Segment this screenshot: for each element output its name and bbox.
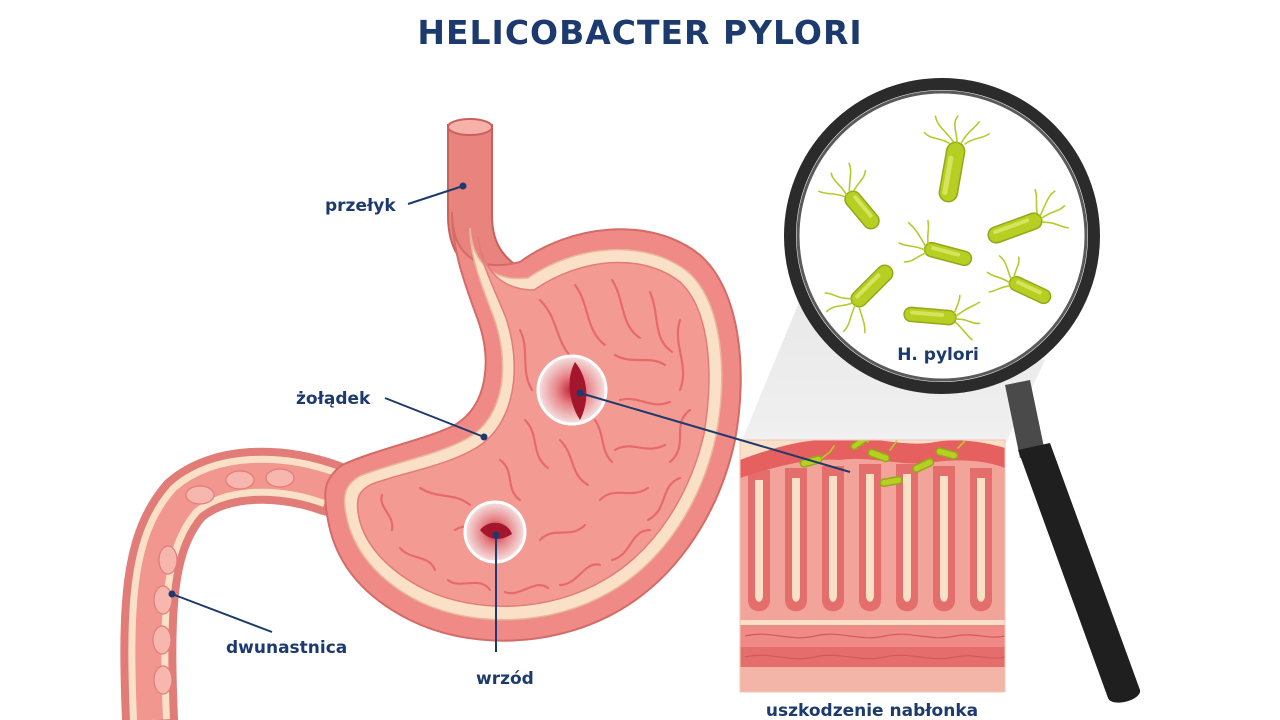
label-ulcer: wrzód [476, 669, 534, 689]
magnifier-lens [790, 84, 1094, 388]
ulcer-small-wound [480, 522, 512, 539]
label-stomach: żołądek [296, 389, 371, 409]
esophagus-opening [447, 118, 493, 136]
magnifier-handle [1018, 443, 1141, 703]
magnifying-glass-icon [784, 78, 1141, 703]
stomach-mucosa [356, 235, 710, 607]
magnified-bacteria [818, 115, 1069, 341]
magnifier-neck [1005, 380, 1045, 458]
label-esophagus-group: przełyk [325, 182, 467, 216]
label-duodenum: dwunastnica [226, 638, 347, 658]
cross-section-frame [739, 439, 1006, 693]
magnifier-rim-inner [796, 90, 1088, 382]
label-stomach-group: żołądek [296, 389, 488, 441]
page-title: HELICOBACTER PYLORI [417, 13, 862, 52]
stomach-rugae [380, 278, 692, 595]
label-h-pylori: H. pylori [897, 345, 979, 365]
label-ulcer-to-tissue-group [576, 389, 851, 473]
label-epithelium-damage: uszkodzenie nabłonka [766, 701, 978, 720]
label-esophagus: przełyk [325, 196, 396, 216]
label-duodenum-group: dwunastnica [168, 590, 347, 658]
label-ulcer-group: wrzód [476, 531, 534, 689]
surface-bacteria [799, 440, 966, 488]
epithelium-cross-section [740, 440, 1005, 692]
magnifier-rim [784, 78, 1100, 394]
stomach-illustration [120, 118, 742, 720]
